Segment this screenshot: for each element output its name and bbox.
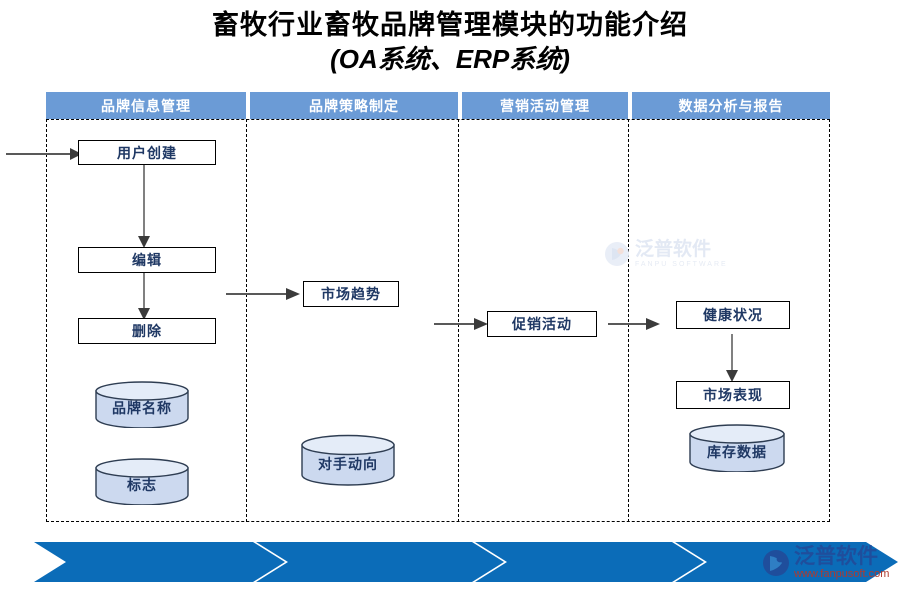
- process-box-market-performance[interactable]: 市场表现: [676, 381, 790, 409]
- datastore-label: 对手动向: [318, 455, 378, 472]
- cylinder-shape-icon: [689, 424, 785, 472]
- swimlane-frame: [46, 119, 830, 522]
- connector-entry-arrow: [6, 148, 82, 160]
- cylinder-shape-icon: [301, 434, 395, 486]
- datastore-brand-name[interactable]: 品牌名称: [94, 381, 190, 428]
- lane-header-data-analysis[interactable]: 数据分析与报告: [632, 92, 830, 119]
- datastore-logo[interactable]: 标志: [94, 458, 190, 505]
- process-box-promotion[interactable]: 促销活动: [487, 311, 597, 337]
- chevron-2: [256, 542, 504, 582]
- cylinder-shape-icon: [95, 381, 189, 428]
- lane-divider-3: [628, 119, 629, 522]
- datastore-inventory-data[interactable]: 库存数据: [688, 424, 786, 472]
- datastore-competitor-moves[interactable]: 对手动向: [300, 434, 396, 486]
- chevron-1: [34, 542, 285, 582]
- title-line-primary: 畜牧行业畜牧品牌管理模块的功能介绍: [212, 10, 688, 40]
- process-box-edit[interactable]: 编辑: [78, 247, 216, 273]
- connector-health-to-performance: [726, 334, 738, 382]
- lane-divider-1: [246, 119, 247, 522]
- process-box-health-status[interactable]: 健康状况: [676, 301, 790, 329]
- connector-create-to-edit: [138, 164, 150, 248]
- lane-header-brand-strategy[interactable]: 品牌策略制定: [250, 92, 458, 119]
- connector-promotion-to-lane4: [608, 318, 660, 330]
- process-box-delete[interactable]: 删除: [78, 318, 216, 344]
- connector-lane1-to-market-trend: [226, 288, 300, 300]
- connector-edit-to-delete: [138, 272, 150, 320]
- lane-header-marketing-activity[interactable]: 营销活动管理: [462, 92, 628, 119]
- cylinder-shape-icon: [95, 458, 189, 505]
- page-title: 畜牧行业畜牧品牌管理模块的功能介绍 (OA系统、ERP系统): [0, 8, 900, 76]
- chevron-3: [475, 542, 704, 582]
- process-box-user-create[interactable]: 用户创建: [78, 140, 216, 165]
- connector-lane2-to-promotion: [434, 318, 488, 330]
- lane-divider-2: [458, 119, 459, 522]
- datastore-label: 标志: [127, 477, 157, 493]
- process-box-market-trend[interactable]: 市场趋势: [303, 281, 399, 307]
- footer-chevron-ribbon: [34, 542, 898, 582]
- chevron-4: [675, 542, 898, 582]
- title-line-secondary: (OA系统、ERP系统): [330, 44, 570, 74]
- datastore-label: 库存数据: [707, 443, 767, 460]
- datastore-label: 品牌名称: [112, 400, 172, 416]
- lane-header-brand-info[interactable]: 品牌信息管理: [46, 92, 246, 119]
